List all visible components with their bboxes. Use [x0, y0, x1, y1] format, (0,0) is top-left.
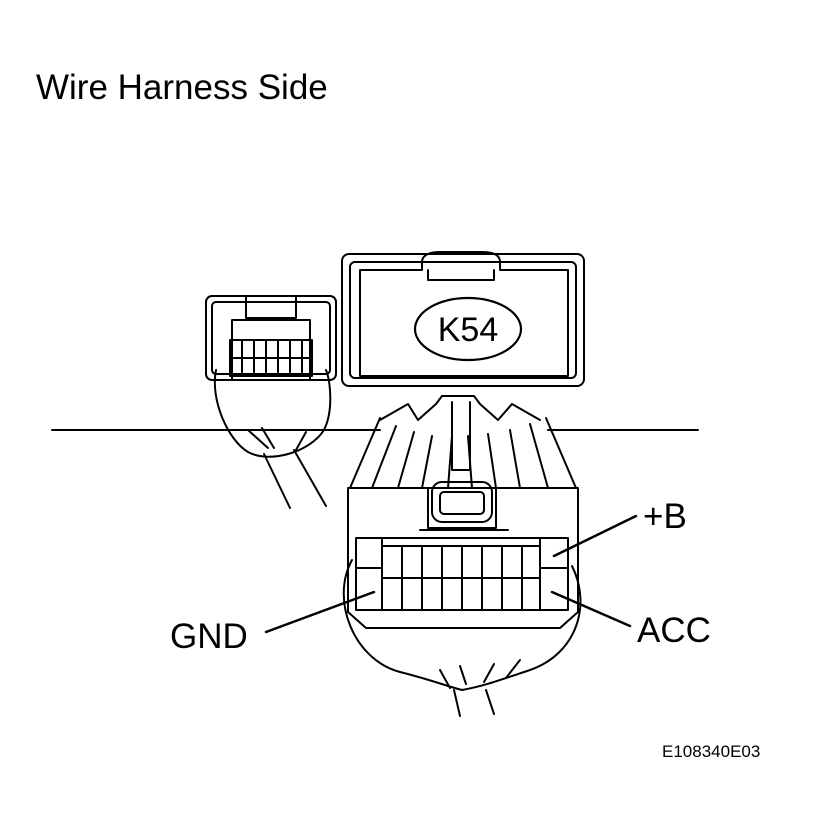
terminal-b-plus-label: +B: [643, 497, 687, 536]
k54-connector-body: [341, 251, 585, 387]
diagram-title: Wire Harness Side: [36, 68, 328, 107]
acc-leader: [550, 590, 632, 628]
figure-id: E108340E03: [662, 742, 761, 761]
terminal-acc-label: ACC: [637, 611, 711, 650]
connector-code-label: K54: [438, 311, 499, 349]
side-connector: [205, 295, 337, 509]
harness-connector: [342, 395, 582, 717]
terminal-gnd-label: GND: [170, 617, 248, 656]
gnd-leader: [264, 590, 376, 634]
b-plus-leader: [552, 514, 638, 558]
terminal-leaders: [264, 514, 638, 634]
